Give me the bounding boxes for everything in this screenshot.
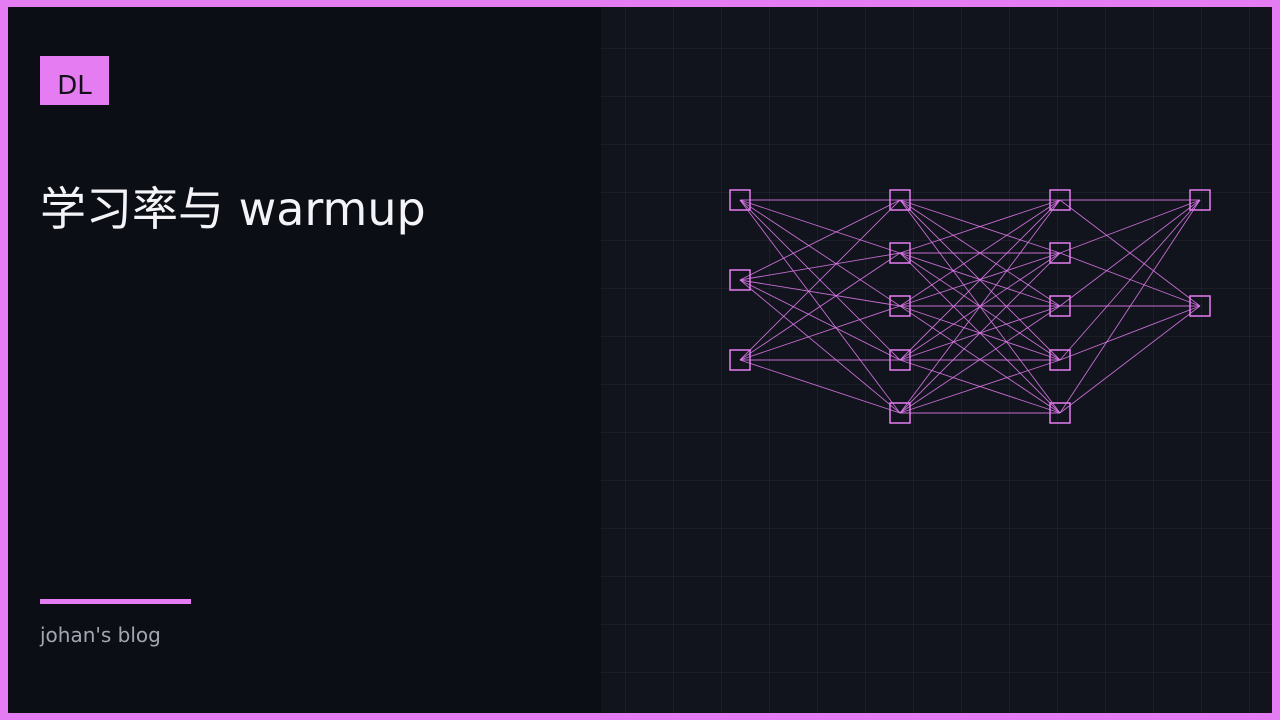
edge-l0-2-2 xyxy=(739,305,901,361)
category-badge: DL xyxy=(40,56,109,105)
edge-l0-0-1 xyxy=(739,199,901,254)
page-title: 学习率与 warmup xyxy=(40,182,426,236)
edge-l2-4-1 xyxy=(1059,305,1201,414)
node-layer1-1 xyxy=(889,242,911,264)
network-nodes xyxy=(729,189,1211,424)
blog-name: johan's blog xyxy=(40,623,161,647)
category-badge-label: DL xyxy=(57,70,92,101)
edge-l0-2-4 xyxy=(739,359,901,414)
edge-l0-2-0 xyxy=(739,199,901,361)
node-layer0-1 xyxy=(729,269,751,291)
edge-l0-1-1 xyxy=(739,252,901,281)
edge-l1-2-0 xyxy=(899,199,1061,307)
edge-l0-1-2 xyxy=(739,279,901,307)
network-edges xyxy=(739,199,1201,414)
edge-l1-1-0 xyxy=(899,199,1061,254)
node-layer3-0 xyxy=(1189,189,1211,211)
edge-l1-4-0 xyxy=(899,199,1061,414)
node-layer1-2 xyxy=(889,295,911,317)
edge-l2-2-0 xyxy=(1059,199,1201,307)
node-layer2-2 xyxy=(1049,295,1071,317)
node-layer1-4 xyxy=(889,402,911,424)
edge-l0-1-0 xyxy=(739,199,901,281)
node-layer2-3 xyxy=(1049,349,1071,371)
node-layer0-0 xyxy=(729,189,751,211)
edge-l1-4-2 xyxy=(899,305,1061,414)
edge-l0-2-1 xyxy=(739,252,901,361)
edge-l0-0-2 xyxy=(739,199,901,307)
edge-l2-3-1 xyxy=(1059,305,1201,361)
edge-l1-4-1 xyxy=(899,252,1061,414)
accent-divider xyxy=(40,599,191,604)
node-layer1-3 xyxy=(889,349,911,371)
node-layer2-0 xyxy=(1049,189,1071,211)
node-layer2-4 xyxy=(1049,402,1071,424)
node-layer0-2 xyxy=(729,349,751,371)
edge-l0-1-4 xyxy=(739,279,901,414)
edge-l0-1-3 xyxy=(739,279,901,361)
node-layer2-1 xyxy=(1049,242,1071,264)
node-layer3-1 xyxy=(1189,295,1211,317)
edge-l2-3-0 xyxy=(1059,199,1201,361)
edge-l2-4-0 xyxy=(1059,199,1201,414)
node-layer1-0 xyxy=(889,189,911,211)
edge-l2-1-0 xyxy=(1059,199,1201,254)
edge-l1-4-3 xyxy=(899,359,1061,414)
edge-l1-3-0 xyxy=(899,199,1061,361)
